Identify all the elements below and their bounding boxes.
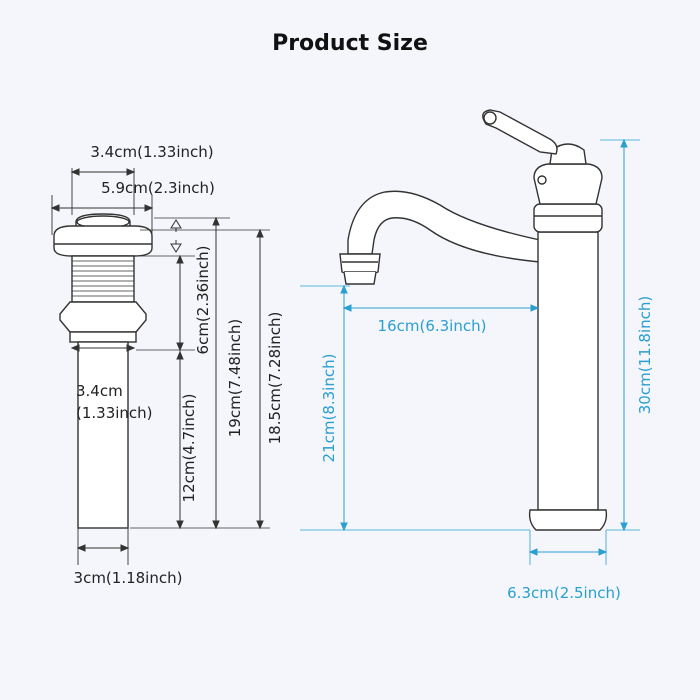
drain-dimensions [50, 168, 270, 552]
drain-flange-width-label: 5.9cm(2.3inch) [101, 179, 215, 197]
faucet-total-height-label: 30cm(11.8inch) [636, 296, 654, 414]
faucet-reach-label: 16cm(6.3inch) [378, 317, 487, 335]
page-title: Product Size [272, 31, 428, 56]
drain-tail-width-label: 3cm(1.18inch) [74, 569, 183, 587]
faucet-spout-height-label: 21cm(8.3inch) [320, 354, 338, 463]
drain-tail-height-label: 12cm(4.7inch) [180, 394, 198, 503]
faucet-base-width-label: 6.3cm(2.5inch) [507, 584, 621, 602]
drain-top-width-label: 3.4cm(1.33inch) [90, 143, 213, 161]
drain-neck-diameter-label-1: 3.4cm [76, 382, 123, 400]
drain-total-height-label: 18.5cm(7.28inch) [266, 312, 284, 445]
drain-neck-diameter-label-2: (1.33inch) [76, 404, 153, 422]
drain-neck-height-label: 6cm(2.36inch) [194, 246, 212, 355]
faucet-dimensions [300, 138, 640, 565]
drain-mid-height-label: 19cm(7.48inch) [226, 319, 244, 437]
drain-drawing [51, 168, 153, 565]
faucet-drawing [339, 109, 608, 531]
